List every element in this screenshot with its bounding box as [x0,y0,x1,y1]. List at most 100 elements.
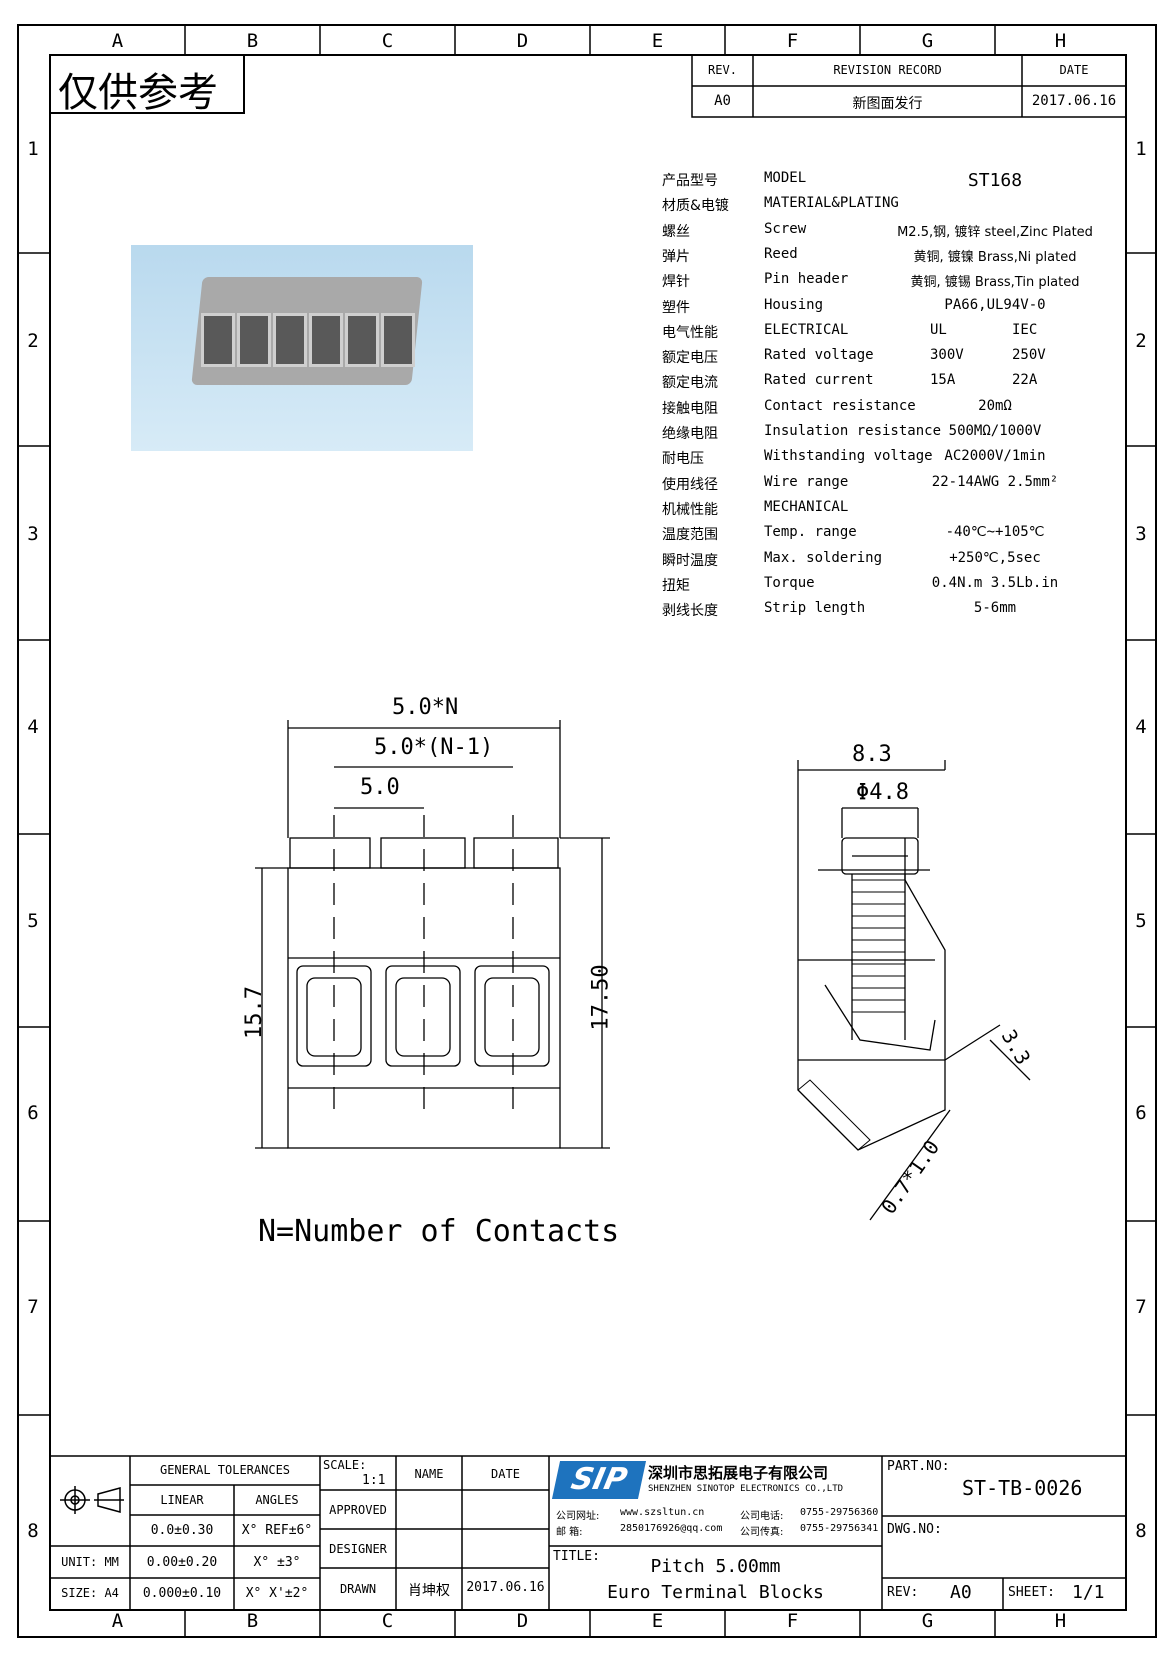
product-photo [131,245,473,451]
linear-header: LINEAR [160,1493,204,1507]
dim-screw-diameter: Φ4.8 [856,780,909,805]
terminal-slot [381,313,415,367]
zone-row-6: 6 [27,1102,39,1124]
zone-col-e: E [651,30,664,52]
spec-value: M2.5,钢, 镀锌 steel,Zinc Plated [897,225,1093,240]
title-label: TITLE: [553,1549,600,1564]
title-line-2: Euro Terminal Blocks [607,1582,824,1603]
spec-value: 5-6mm [973,600,1017,616]
spec-label-en: Pin header [764,271,849,287]
zone-col-e-bottom: E [651,1610,664,1632]
drawn-name: 肖坤权 [408,1583,450,1599]
projection-symbol-icon [60,1486,124,1514]
tol-angle-3: X° X'±2° [245,1586,309,1601]
phone-label: 公司电话: [740,1511,784,1522]
spec-value: +250℃,5sec [949,550,1041,566]
sheet-value: 1/1 [1072,1582,1105,1603]
revision-date-header: DATE [1059,63,1089,77]
rev-header: REV. [708,63,737,77]
spec-label-cn: 产品型号 [662,173,718,189]
spec-label-en: Screw [764,221,807,237]
spec-label-en: Rated voltage [764,347,874,363]
scale-value: 1:1 [362,1473,386,1488]
part-no: ST-TB-0026 [962,1476,1083,1500]
tol-linear-3: 0.000±0.10 [142,1586,222,1601]
dim-pitch: 5.0 [360,775,400,800]
tol-angle-1: X° REF±6° [241,1523,313,1538]
spec-label-cn: 剥线长度 [662,603,718,619]
dwg-no-label: DWG.NO: [887,1522,942,1537]
company-name-en: SHENZHEN SINOTOP ELECTRONICS CO.,LTD [648,1484,844,1494]
spec-value: PA66,UL94V-0 [944,297,1046,313]
company-email: 2850176926@qq.com [620,1523,723,1534]
zone-row-3: 3 [27,523,39,545]
side-view-drawing [797,760,1031,1221]
zone-col-g: G [921,30,934,52]
title-line-1: Pitch 5.00mm [650,1556,781,1577]
date-header: DATE [491,1467,520,1481]
company-fax: 0755-29756341 [800,1523,879,1534]
spec-label-cn: 电气性能 [662,325,718,341]
zone-col-c: C [381,30,394,52]
zone-row-6-right: 6 [1135,1102,1147,1124]
terminal-slot [345,313,379,367]
spec-value-iec: 22A [1012,372,1038,388]
dim-side-width: 8.3 [852,742,892,767]
revision-record: 新图面发行 [852,96,923,112]
spec-label-en: Rated current [764,372,874,388]
spec-label-en: Wire range [764,474,849,490]
rev-label: REV: [887,1585,919,1600]
spec-label-en: ELECTRICAL [764,322,849,338]
dim-height-left: 15.7 [241,986,267,1039]
fax-label: 公司传真: [740,1527,784,1538]
revision-date: 2017.06.16 [1031,93,1117,109]
terminal-slot [309,313,343,367]
spec-label-en: Reed [764,246,798,262]
spec-label-en: Housing [764,297,824,313]
spec-label-en: Temp. range [764,524,857,540]
zone-row-8: 8 [27,1520,39,1542]
sheet-label: SHEET: [1008,1585,1055,1600]
revision-record-header: REVISION RECORD [833,63,942,77]
terminal-slot [201,313,235,367]
designer-label: DESIGNER [329,1542,387,1556]
web-label: 公司网址: [556,1511,600,1522]
terminal-slot [237,313,271,367]
zone-row-5: 5 [27,910,39,932]
zone-row-5-right: 5 [1135,910,1147,932]
reference-only-stamp: 仅供参考 [58,70,218,116]
spec-label-en: Insulation resistance [764,423,942,439]
approved-label: APPROVED [329,1503,387,1517]
zone-col-d: D [516,30,529,52]
spec-label-cn: 弹片 [662,249,690,265]
name-header: NAME [414,1467,444,1481]
spec-value: 22-14AWG 2.5mm² [931,474,1059,490]
zone-row-1: 1 [27,138,39,160]
spec-value-ul: UL [930,322,947,338]
spec-value: 0.4N.m 3.5Lb.in [931,575,1059,591]
spec-value-iec: 250V [1012,347,1046,363]
company-name-cn: 深圳市思拓展电子有限公司 [648,1464,829,1482]
spec-label-en: Withstanding voltage [764,448,933,464]
spec-value: ST168 [967,170,1023,191]
zone-col-b: B [246,30,259,52]
tol-linear-1: 0.0±0.30 [150,1523,214,1538]
spec-value: AC2000V/1min [944,448,1046,464]
zone-row-8-right: 8 [1135,1520,1147,1542]
spec-value: 黄铜, 镀锡 Brass,Tin plated [910,275,1080,290]
spec-label-en: MECHANICAL [764,499,849,515]
spec-label-cn: 螺丝 [662,224,690,240]
dim-span-width: 5.0*(N-1) [374,735,494,760]
spec-label-cn: 接触电阻 [662,401,718,417]
zone-col-b-bottom: B [246,1610,259,1632]
zone-row-7: 7 [27,1296,39,1318]
dim-total-width: 5.0*N [392,695,459,720]
spec-value: 黄铜, 镀镍 Brass,Ni plated [913,250,1077,265]
spec-value-iec: IEC [1012,322,1038,338]
spec-label-cn: 使用线径 [662,477,718,493]
zone-col-d-bottom: D [516,1610,529,1632]
zone-col-a-bottom: A [111,1610,124,1632]
drawn-date: 2017.06.16 [466,1580,545,1595]
spec-label-cn: 额定电压 [662,350,718,366]
terminal-slot [273,313,307,367]
